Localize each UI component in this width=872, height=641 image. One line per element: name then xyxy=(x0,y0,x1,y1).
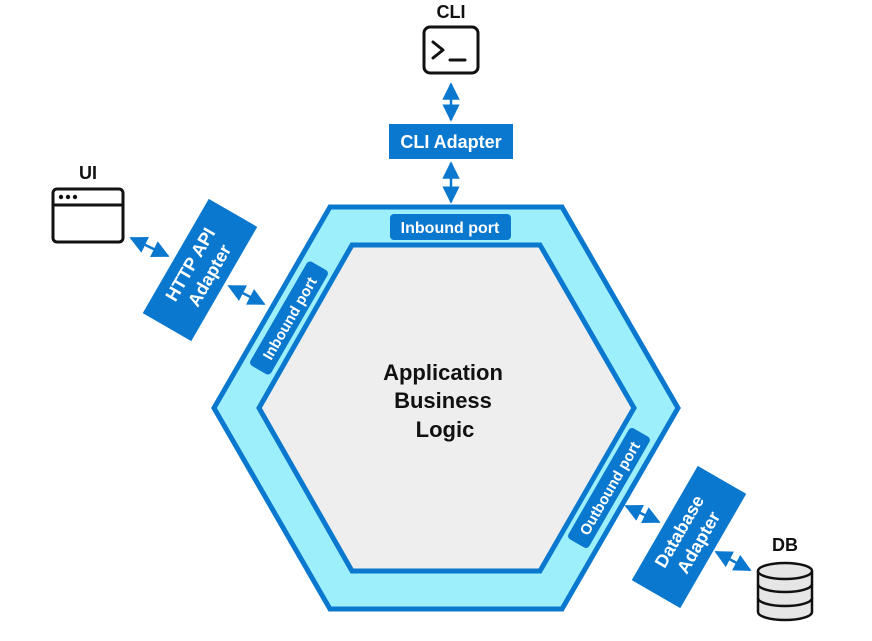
inner-hexagon-core xyxy=(256,242,637,574)
cli-adapter-label: CLI Adapter xyxy=(400,132,501,152)
db-label: DB xyxy=(772,535,798,555)
core-label-line-1: Application xyxy=(383,360,503,385)
core-label: Application Business Logic xyxy=(383,360,503,442)
inbound-port-top-label: Inbound port xyxy=(401,220,500,237)
browser-window-icon xyxy=(51,187,125,244)
database-icon xyxy=(756,561,814,622)
arrow-ui-to-http-adapter xyxy=(129,236,170,258)
arrow-http-adapter-to-port xyxy=(227,284,266,306)
cli-adapter: CLI Adapter xyxy=(389,124,513,159)
terminal-icon xyxy=(422,25,480,75)
inbound-port-top: Inbound port xyxy=(390,214,511,240)
http-api-adapter: HTTP API Adapter xyxy=(142,198,258,342)
cli-label: CLI xyxy=(437,2,466,22)
core-label-line-3: Logic xyxy=(416,417,475,442)
ui-label: UI xyxy=(79,163,97,183)
arrow-database-adapter-to-db xyxy=(714,550,752,572)
database-adapter: Database Adapter xyxy=(631,465,747,609)
core-label-line-2: Business xyxy=(394,388,492,413)
arrow-port-to-database-adapter xyxy=(624,504,661,524)
